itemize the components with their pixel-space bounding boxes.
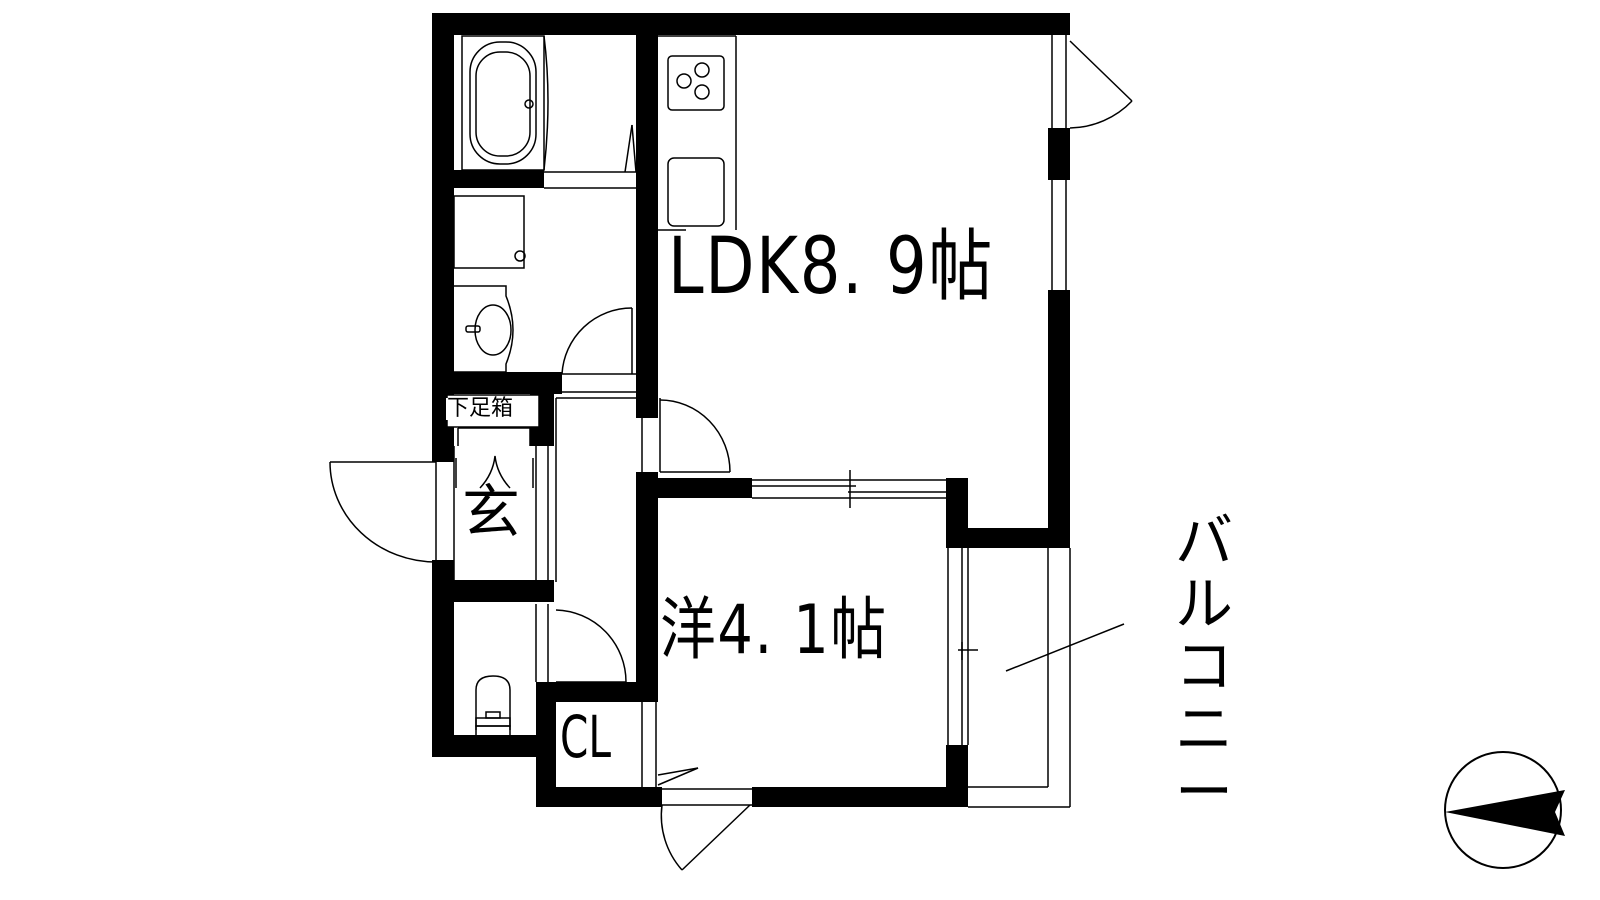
balcony-char: コ xyxy=(1174,632,1233,701)
balcony-char: バ xyxy=(1174,507,1233,575)
shoe-box-label: 下足箱 xyxy=(446,396,515,421)
balcony-char: ー xyxy=(1174,757,1233,826)
room-label-closet: CL xyxy=(560,703,611,771)
room-label-ldk: LDK8. 9帖 xyxy=(668,222,994,312)
compass-north-arrow-icon xyxy=(1444,751,1565,869)
room-label-balcony: バ ル コ ニ ー xyxy=(1174,510,1234,823)
balcony-char: ニ xyxy=(1174,694,1233,763)
walls xyxy=(432,13,1070,807)
room-label-western: 洋4. 1帖 xyxy=(660,591,888,670)
balcony-char: ル xyxy=(1174,569,1233,638)
room-label-entrance: 玄 xyxy=(462,478,521,546)
